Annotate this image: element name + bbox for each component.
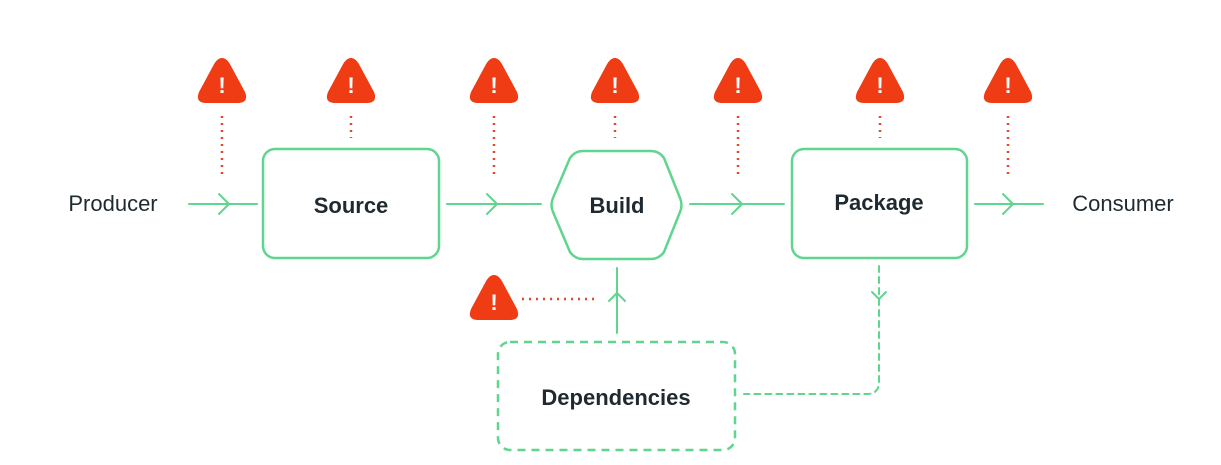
arrow-producer-to-source	[188, 193, 258, 215]
svg-text:!: !	[490, 290, 497, 315]
dashed-package-to-dependencies	[743, 265, 880, 395]
dashed-arrowhead	[871, 291, 887, 300]
warning-triangle-icon: !	[855, 58, 905, 103]
warning-triangle-icon: !	[197, 58, 247, 103]
producer-label: Producer	[68, 191, 157, 216]
svg-text:!: !	[734, 73, 741, 98]
arrow-dependencies-to-build	[608, 267, 626, 334]
svg-text:!: !	[490, 73, 497, 98]
warning-triangle-icon: !	[983, 58, 1033, 103]
svg-text:!: !	[611, 73, 618, 98]
svg-text:!: !	[218, 73, 225, 98]
stage-package-label: Package	[834, 190, 923, 215]
stage-build-label: Build	[590, 193, 645, 218]
consumer-label: Consumer	[1072, 191, 1173, 216]
warning-triangle-icon: !	[469, 275, 519, 320]
warning-triangle-icon: !	[469, 58, 519, 103]
stage-package: Package	[790, 147, 969, 260]
arrow-package-to-consumer	[974, 193, 1044, 215]
warning-triangle-icon: !	[713, 58, 763, 103]
stage-source: Source	[261, 147, 441, 260]
stage-dependencies: Dependencies	[496, 340, 737, 452]
svg-text:!: !	[347, 73, 354, 98]
arrow-build-to-package	[689, 193, 785, 215]
warning-triangle-icon: !	[590, 58, 640, 103]
flow-arrows	[188, 193, 1044, 395]
stage-dependencies-label: Dependencies	[541, 385, 690, 410]
svg-text:!: !	[876, 73, 883, 98]
stage-build: Build	[550, 149, 683, 261]
svg-text:!: !	[1004, 73, 1011, 98]
threat-lines	[220, 116, 1010, 301]
stage-source-label: Source	[314, 193, 389, 218]
warning-triangle-icon: !	[326, 58, 376, 103]
arrow-source-to-build	[446, 193, 542, 215]
